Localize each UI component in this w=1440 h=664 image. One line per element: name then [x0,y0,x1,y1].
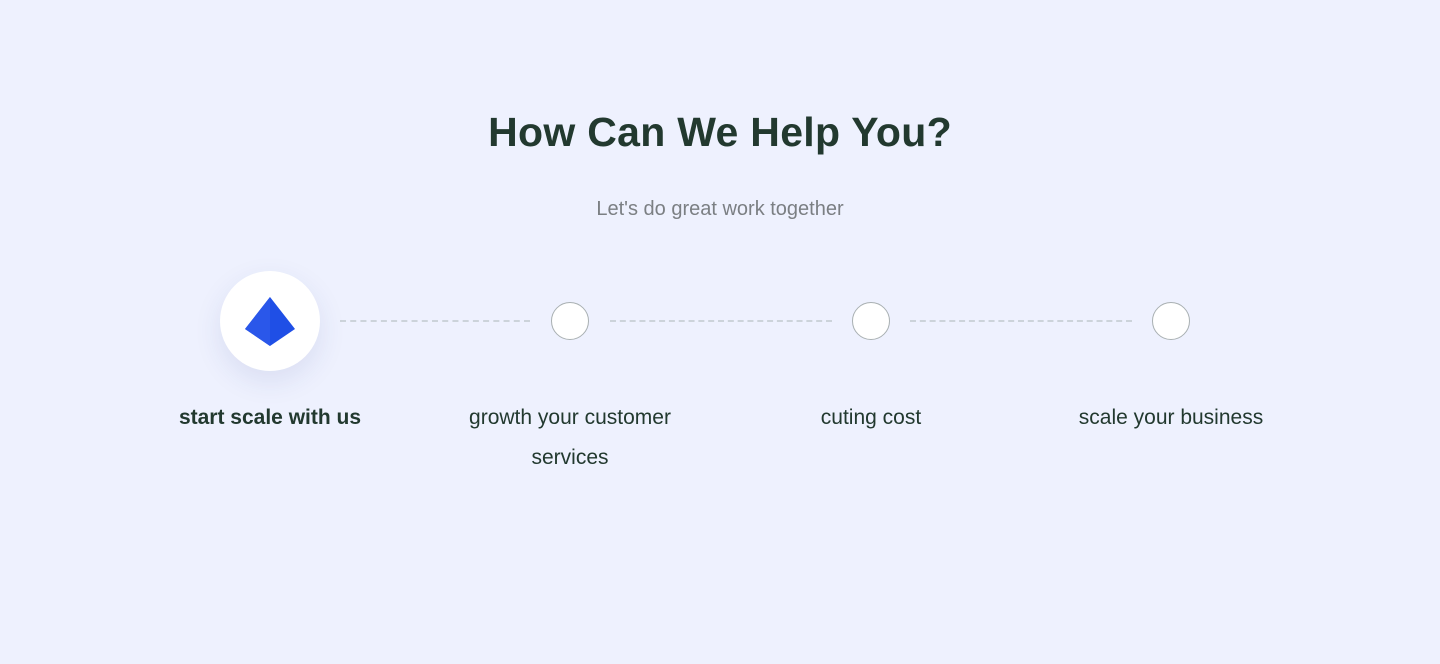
step-label: scale your business [1078,406,1264,429]
step-connector [610,320,832,322]
step-marker [420,270,720,372]
step-scale-business[interactable]: scale your business [1021,270,1321,438]
section-subtitle: Let's do great work together [596,198,844,220]
step-label: start scale with us [178,406,362,429]
step-marker [120,270,420,372]
section-title: How Can We Help You? [488,109,952,155]
step-growth-customer-services[interactable]: growth your customer services [420,270,720,478]
step-start-scale[interactable]: start scale with us [120,270,420,438]
active-step-circle [220,271,320,371]
step-connector [340,320,530,322]
pyramid-icon [245,297,295,346]
step-marker [1021,270,1321,372]
step-circle [852,302,890,340]
step-label: cuting cost [820,406,922,429]
step-label: growth your customer services [469,406,671,469]
step-marker [721,270,1021,372]
step-cutting-cost[interactable]: cuting cost [721,270,1021,438]
step-circle [551,302,589,340]
step-circle [1152,302,1190,340]
step-connector [910,320,1132,322]
